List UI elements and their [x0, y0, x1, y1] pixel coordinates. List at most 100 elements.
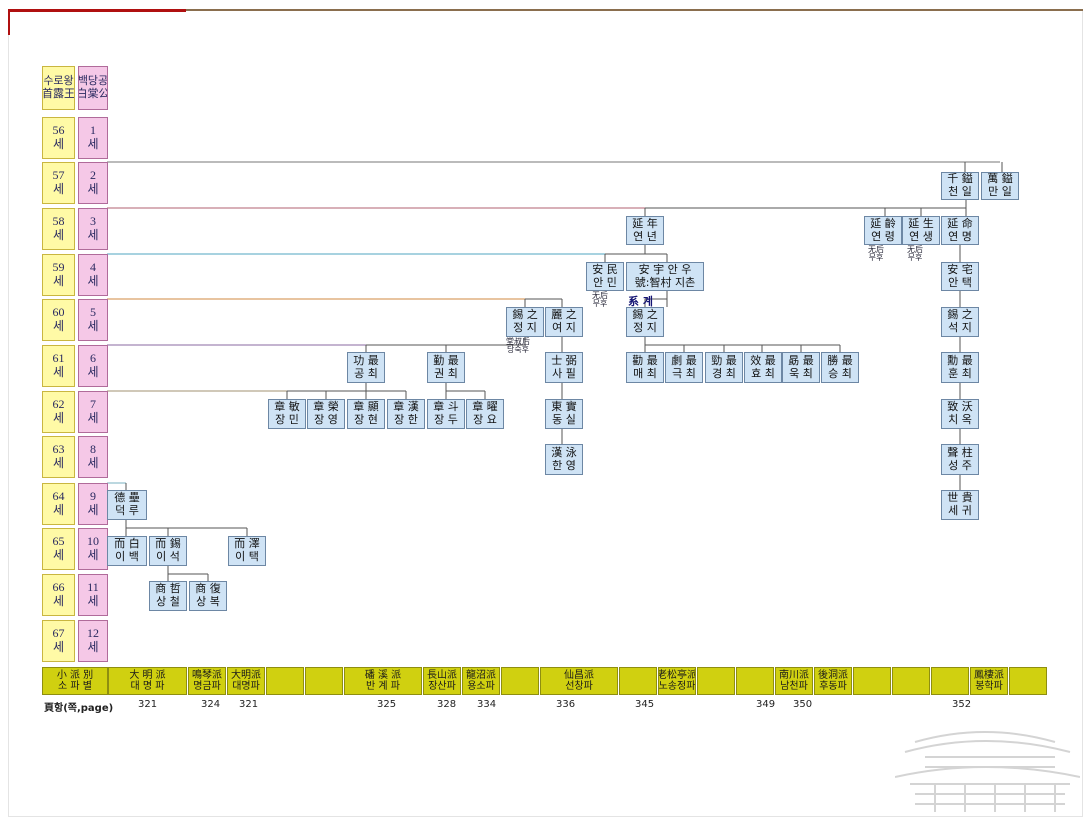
branch-cell[interactable] [853, 667, 891, 695]
page-number: 321 [138, 699, 158, 710]
sei-column-header: 백당공 白棠公 [78, 66, 108, 110]
branch-cell[interactable] [697, 667, 735, 695]
page-number: 345 [635, 699, 655, 710]
succession-note: 系 계 [628, 295, 653, 308]
branch-cell[interactable] [305, 667, 343, 695]
page-number: 349 [756, 699, 776, 710]
page-number: 334 [477, 699, 497, 710]
page-number: 325 [377, 699, 397, 710]
page-number: 336 [556, 699, 576, 710]
branch-cell[interactable] [619, 667, 657, 695]
page-number: 352 [952, 699, 972, 710]
page-number: 328 [437, 699, 457, 710]
palace-watermark [895, 731, 1080, 812]
page-number: 321 [239, 699, 259, 710]
branch-cell[interactable] [931, 667, 969, 695]
branch-cell[interactable] [736, 667, 774, 695]
top-rule [186, 9, 1083, 11]
top-accent-bar [8, 9, 186, 12]
branch-cell[interactable] [1009, 667, 1047, 695]
branch-cell[interactable] [501, 667, 539, 695]
branch-cell[interactable] [266, 667, 304, 695]
page-label: 頁항(쪽,page) [44, 703, 114, 714]
branch-cell[interactable] [892, 667, 930, 695]
page-number: 324 [201, 699, 221, 710]
